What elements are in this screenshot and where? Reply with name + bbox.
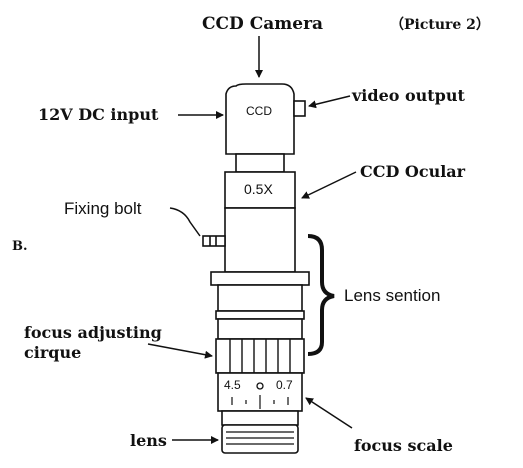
lens-ring: [215, 310, 305, 320]
lens-flange: [210, 271, 310, 286]
ccd-ocular-arrow: [301, 171, 357, 199]
focus-scale-ticks: [231, 395, 289, 409]
ccd-ocular-label: CCD Ocular: [360, 162, 466, 181]
focus-adjusting-label-cont: cirque: [24, 343, 82, 362]
scale-right-value: 0.7: [276, 378, 293, 392]
camera-inscription: CCD: [246, 104, 272, 118]
focus-adjusting-ring: [215, 338, 305, 374]
video-output-label: video output: [352, 86, 465, 105]
focus-scale-arrow: [305, 397, 353, 429]
lens-grooves: [226, 431, 294, 445]
picture-label: （Picture 2）: [390, 17, 490, 33]
focus-adjusting-label: focus adjusting: [24, 323, 162, 342]
ocular-inscription: 0.5X: [244, 181, 273, 197]
lens-label: lens: [130, 431, 167, 450]
dc-input-label: 12V DC input: [38, 105, 159, 124]
lens-taper: [221, 410, 299, 426]
lens-tube-lower: [217, 318, 303, 340]
lens-section-brace: [307, 234, 335, 356]
lens-section-label: Lens sention: [344, 286, 441, 305]
ccd-camera-label: CCD Camera: [202, 14, 324, 34]
ccd-camera-body: [225, 83, 295, 155]
focus-adjusting-arrow: [147, 343, 213, 359]
focus-scale-label: focus scale: [354, 436, 453, 455]
video-output-arrow: [308, 95, 351, 109]
focus-scale-marker: [256, 382, 264, 390]
camera-neck: [235, 153, 285, 173]
lens-tube-upper: [224, 207, 296, 273]
video-output-port: [293, 100, 306, 117]
fixing-bolt-leader: [169, 207, 201, 237]
fixing-bolt: [202, 235, 226, 247]
section-letter-label: B.: [12, 239, 28, 254]
fixing-bolt-label: Fixing bolt: [64, 199, 142, 218]
lens-tube-middle: [217, 284, 303, 312]
objective-lens: [221, 424, 299, 454]
scale-left-value: 4.5: [224, 378, 241, 392]
ccd-ocular: [224, 171, 296, 209]
focus-ring-ribs: [229, 339, 291, 373]
